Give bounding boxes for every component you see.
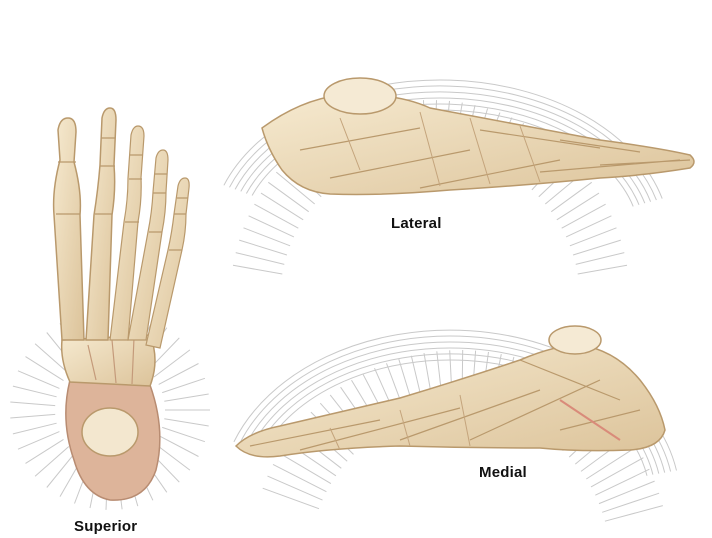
ray-line bbox=[18, 432, 59, 450]
ray-line bbox=[557, 193, 599, 220]
medial-view bbox=[234, 326, 677, 521]
ray-line bbox=[602, 493, 659, 512]
ray-line bbox=[35, 447, 69, 477]
superior-caption: Superior bbox=[74, 518, 137, 535]
ray-line bbox=[159, 436, 199, 457]
ray-line bbox=[162, 378, 205, 392]
ray-line bbox=[562, 204, 606, 228]
toe-2-bones bbox=[86, 108, 116, 340]
medial-foot-skeleton bbox=[236, 326, 665, 457]
ray-line bbox=[236, 253, 285, 265]
toe-1-bones bbox=[54, 118, 84, 340]
ray-line bbox=[18, 371, 59, 389]
ray-line bbox=[279, 453, 331, 484]
ray-line bbox=[154, 350, 190, 377]
ray-line bbox=[578, 265, 627, 274]
lateral-caption: Lateral bbox=[391, 215, 442, 232]
ray-line bbox=[10, 402, 55, 406]
ray-line bbox=[566, 216, 611, 237]
ray-line bbox=[254, 204, 298, 228]
ray-line bbox=[586, 447, 637, 479]
ray-line bbox=[551, 182, 591, 211]
ray-line bbox=[244, 228, 291, 246]
ray-line bbox=[13, 423, 57, 434]
ray-line bbox=[261, 193, 303, 220]
ray-line bbox=[233, 265, 282, 274]
ray-line bbox=[164, 419, 208, 426]
ray-line bbox=[10, 414, 55, 418]
ray-line bbox=[263, 488, 319, 509]
ray-line bbox=[13, 386, 57, 397]
ray-line bbox=[162, 427, 205, 441]
lateral-view bbox=[224, 78, 694, 274]
ray-line bbox=[164, 394, 208, 401]
ray-line bbox=[595, 469, 649, 495]
ray-line bbox=[249, 216, 294, 237]
ray-line bbox=[599, 481, 655, 504]
ray-line bbox=[570, 228, 617, 246]
ray-line bbox=[576, 253, 625, 265]
ray-line bbox=[26, 357, 64, 381]
superior-view bbox=[10, 108, 210, 510]
ray-line bbox=[268, 476, 323, 500]
ray-line bbox=[26, 439, 64, 463]
ray-line bbox=[591, 458, 643, 487]
tarsal-bones bbox=[62, 335, 155, 386]
medial-caption: Medial bbox=[479, 464, 527, 481]
ray-line bbox=[605, 506, 663, 522]
ray-line bbox=[273, 464, 326, 491]
ray-line bbox=[47, 453, 75, 488]
lateral-talus bbox=[324, 78, 396, 114]
talus-bone bbox=[82, 408, 138, 456]
ray-line bbox=[159, 364, 199, 385]
medial-talus bbox=[549, 326, 601, 354]
lateral-foot-skeleton bbox=[262, 78, 694, 195]
